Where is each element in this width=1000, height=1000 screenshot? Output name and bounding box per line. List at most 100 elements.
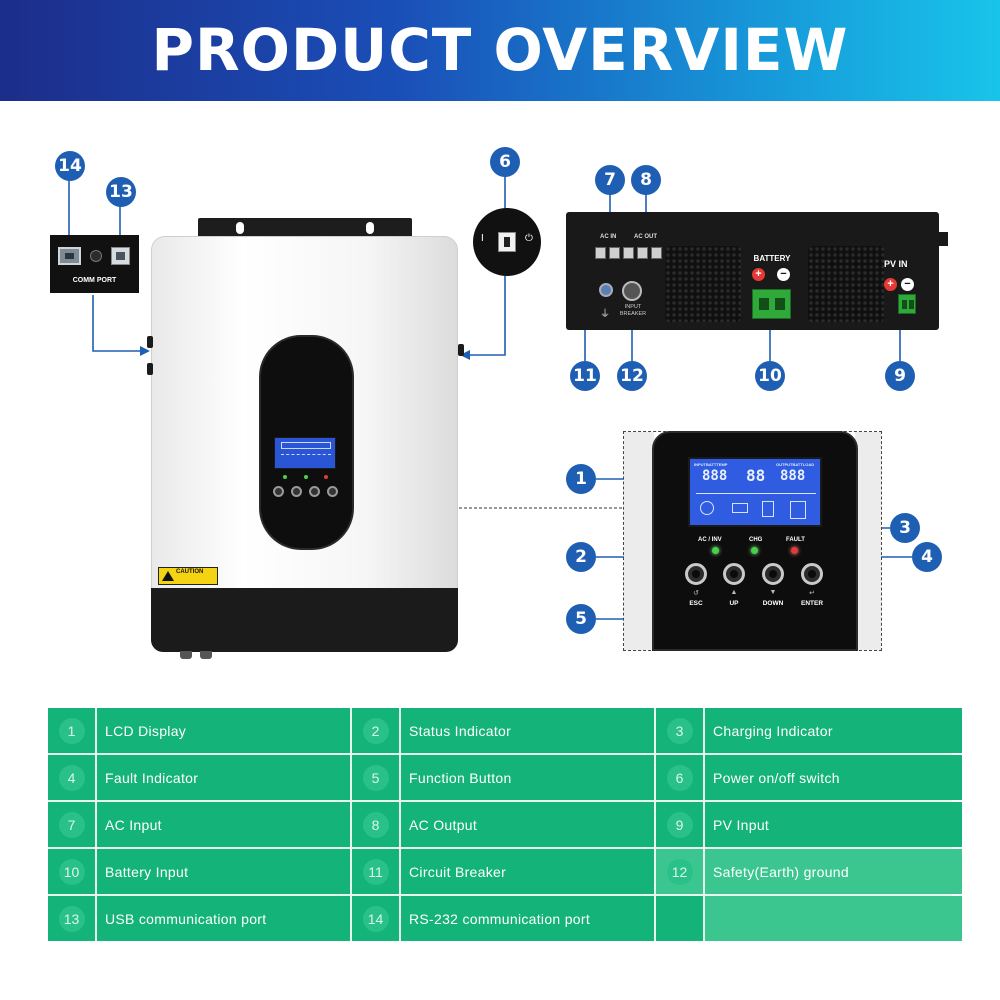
legend-num-cell: 3 [656,708,703,753]
enter-label: ENTER [800,600,824,607]
lcd-digits-mid: 88 [746,466,766,485]
legend-label: Power on/off switch [705,755,962,800]
load-icon [790,501,806,519]
legend-label: RS-232 communication port [401,896,654,941]
ground-icon: ⏚ [600,309,610,320]
battery-plus-icon: + [752,268,765,281]
up-button[interactable] [723,563,745,585]
down-arrow-icon: ▼ [769,589,777,596]
down-button-small[interactable] [309,486,320,497]
legend-num-cell: 2 [352,708,399,753]
legend-number: 14 [362,905,389,932]
legend-num-cell [656,896,703,941]
charging-indicator-led [751,547,758,554]
legend-number: 9 [666,811,693,838]
esc-button[interactable] [685,563,707,585]
legend-number: 2 [362,717,389,744]
legend-num-cell: 13 [48,896,95,941]
esc-label: ESC [689,600,703,607]
status-led [283,475,287,479]
side-port [147,336,153,348]
legend-label: USB communication port [97,896,350,941]
fault-indicator-led [791,547,798,554]
callout-14: 14 [55,151,85,181]
page-title: PRODUCT OVERVIEW [151,16,849,84]
ac-out-label: AC OUT [634,234,657,240]
legend-label: Status Indicator [401,708,654,753]
header-banner [0,0,1000,101]
chg-label: CHG [749,537,763,543]
lcd-top-text: INPUTBATTTEMP [694,462,728,467]
terminal [609,247,620,259]
legend-number: 7 [58,811,85,838]
lcd-out-text: OUTPUTBATTLOAD [776,462,815,467]
cable-gland [180,651,192,659]
callout-11: 11 [570,361,600,391]
fault-led [324,475,328,479]
up-label: UP [729,600,739,607]
pv-plus-icon: + [884,278,897,291]
callout-4: 4 [912,542,942,572]
enter-button[interactable] [801,563,823,585]
callout-9: 9 [885,361,915,391]
callout-6: 6 [490,147,520,177]
up-button-small[interactable] [291,486,302,497]
callout-1: 1 [566,464,596,494]
pv-minus-icon: − [901,278,914,291]
bottom-tab [939,232,948,246]
rj45-port-icon [58,247,81,265]
down-button[interactable] [762,563,784,585]
legend-label: Safety(Earth) ground [705,849,962,894]
usb-port-icon [111,247,130,265]
legend-table: 1 LCD Display 2 Status Indicator 3 Charg… [48,708,962,941]
callout-5: 5 [566,604,596,634]
legend-number: 10 [58,858,85,885]
legend-label: Fault Indicator [97,755,350,800]
terminal [637,247,648,259]
legend-num-cell: 11 [352,849,399,894]
legend-number: 4 [58,764,85,791]
power-icon: ⏻ [525,233,533,244]
callout-3: 3 [890,513,920,543]
legend-number: 1 [58,717,85,744]
esc-icon: ↺ [693,590,699,597]
fan-grille [808,246,884,322]
comm-port-panel: COMM PORT [50,235,139,293]
legend-number: 12 [666,858,693,885]
legend-label: Function Button [401,755,654,800]
charging-led [304,475,308,479]
caution-label: CAUTION [158,567,218,585]
legend-number: 5 [362,764,389,791]
pv-in-label: PV IN [884,259,908,269]
legend-num-cell: 5 [352,755,399,800]
legend-empty-cell [705,896,962,941]
ac-inv-label: AC / INV [698,537,722,543]
legend-label: LCD Display [97,708,350,753]
callout-8: 8 [631,165,661,195]
ground-screw-icon [599,283,613,297]
legend-num-cell: 7 [48,802,95,847]
legend-num-cell: 6 [656,755,703,800]
inverter-icon [732,503,748,513]
terminal [651,247,662,259]
legend-num-cell: 4 [48,755,95,800]
legend-number: 8 [362,811,389,838]
legend-label: Battery Input [97,849,350,894]
enter-button-small[interactable] [327,486,338,497]
legend-num-cell: 10 [48,849,95,894]
esc-button-small[interactable] [273,486,284,497]
side-switch [458,344,464,356]
legend-num-cell: 1 [48,708,95,753]
callout-13: 13 [106,177,136,207]
down-label: DOWN [762,600,784,607]
rocker-switch-icon [498,232,516,252]
callout-2: 2 [566,542,596,572]
terminal [595,247,606,259]
zoom-bg [624,432,654,650]
pv-connector [898,294,916,314]
up-arrow-icon: ▲ [730,589,738,596]
lcd-digits-left: 888 [702,468,728,484]
fault-label: FAULT [786,537,805,543]
zoom-bg [855,432,881,650]
lcd-digits-right: 888 [780,468,806,484]
